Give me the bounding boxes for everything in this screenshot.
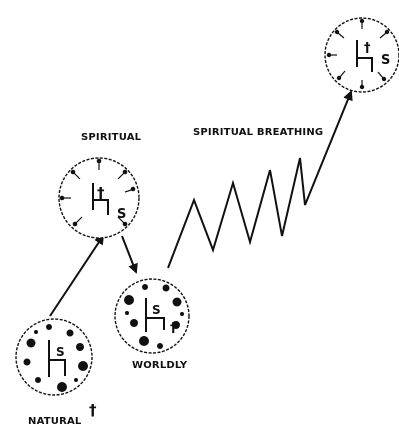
spiritual-to-worldly-arrow: [121, 235, 138, 274]
natural-outside-cross-symbol: †: [89, 401, 97, 419]
spiritual-breathing-label: SPIRITUAL BREATHING: [193, 127, 323, 138]
worldly-cross-symbol: †: [170, 321, 177, 336]
natural-label: NATURAL: [28, 416, 82, 427]
top-right-cross-symbol: †: [364, 41, 371, 56]
worldly-circle-dots: [124, 284, 184, 349]
top-right-throne-icon: [356, 40, 373, 72]
spiritual-cross-symbol: †: [97, 184, 105, 202]
worldly-throne-icon: [145, 298, 165, 332]
spiritual-breathing-zigzag: [167, 90, 353, 269]
natural-circle: S: [15, 318, 93, 396]
natural-throne-icon: [48, 340, 66, 377]
worldly-circle: S †: [114, 278, 190, 354]
spiritual-label: SPIRITUAL: [81, 132, 142, 143]
top-right-circle: † S: [324, 17, 399, 93]
spiritual-circle: † S: [58, 157, 140, 239]
worldly-self-symbol: S: [152, 303, 161, 317]
spiritual-circle-dots: [59, 158, 136, 227]
spiritual-self-symbol: S: [117, 207, 126, 222]
natural-circle-dots: [23, 324, 88, 392]
top-right-circle-dots: [326, 18, 390, 90]
natural-to-spiritual-arrow: [49, 234, 105, 317]
top-right-self-symbol: S: [381, 53, 390, 68]
worldly-label: WORLDLY: [132, 360, 188, 371]
spiritual-throne-icon: [92, 183, 109, 215]
natural-self-symbol: S: [56, 345, 65, 359]
